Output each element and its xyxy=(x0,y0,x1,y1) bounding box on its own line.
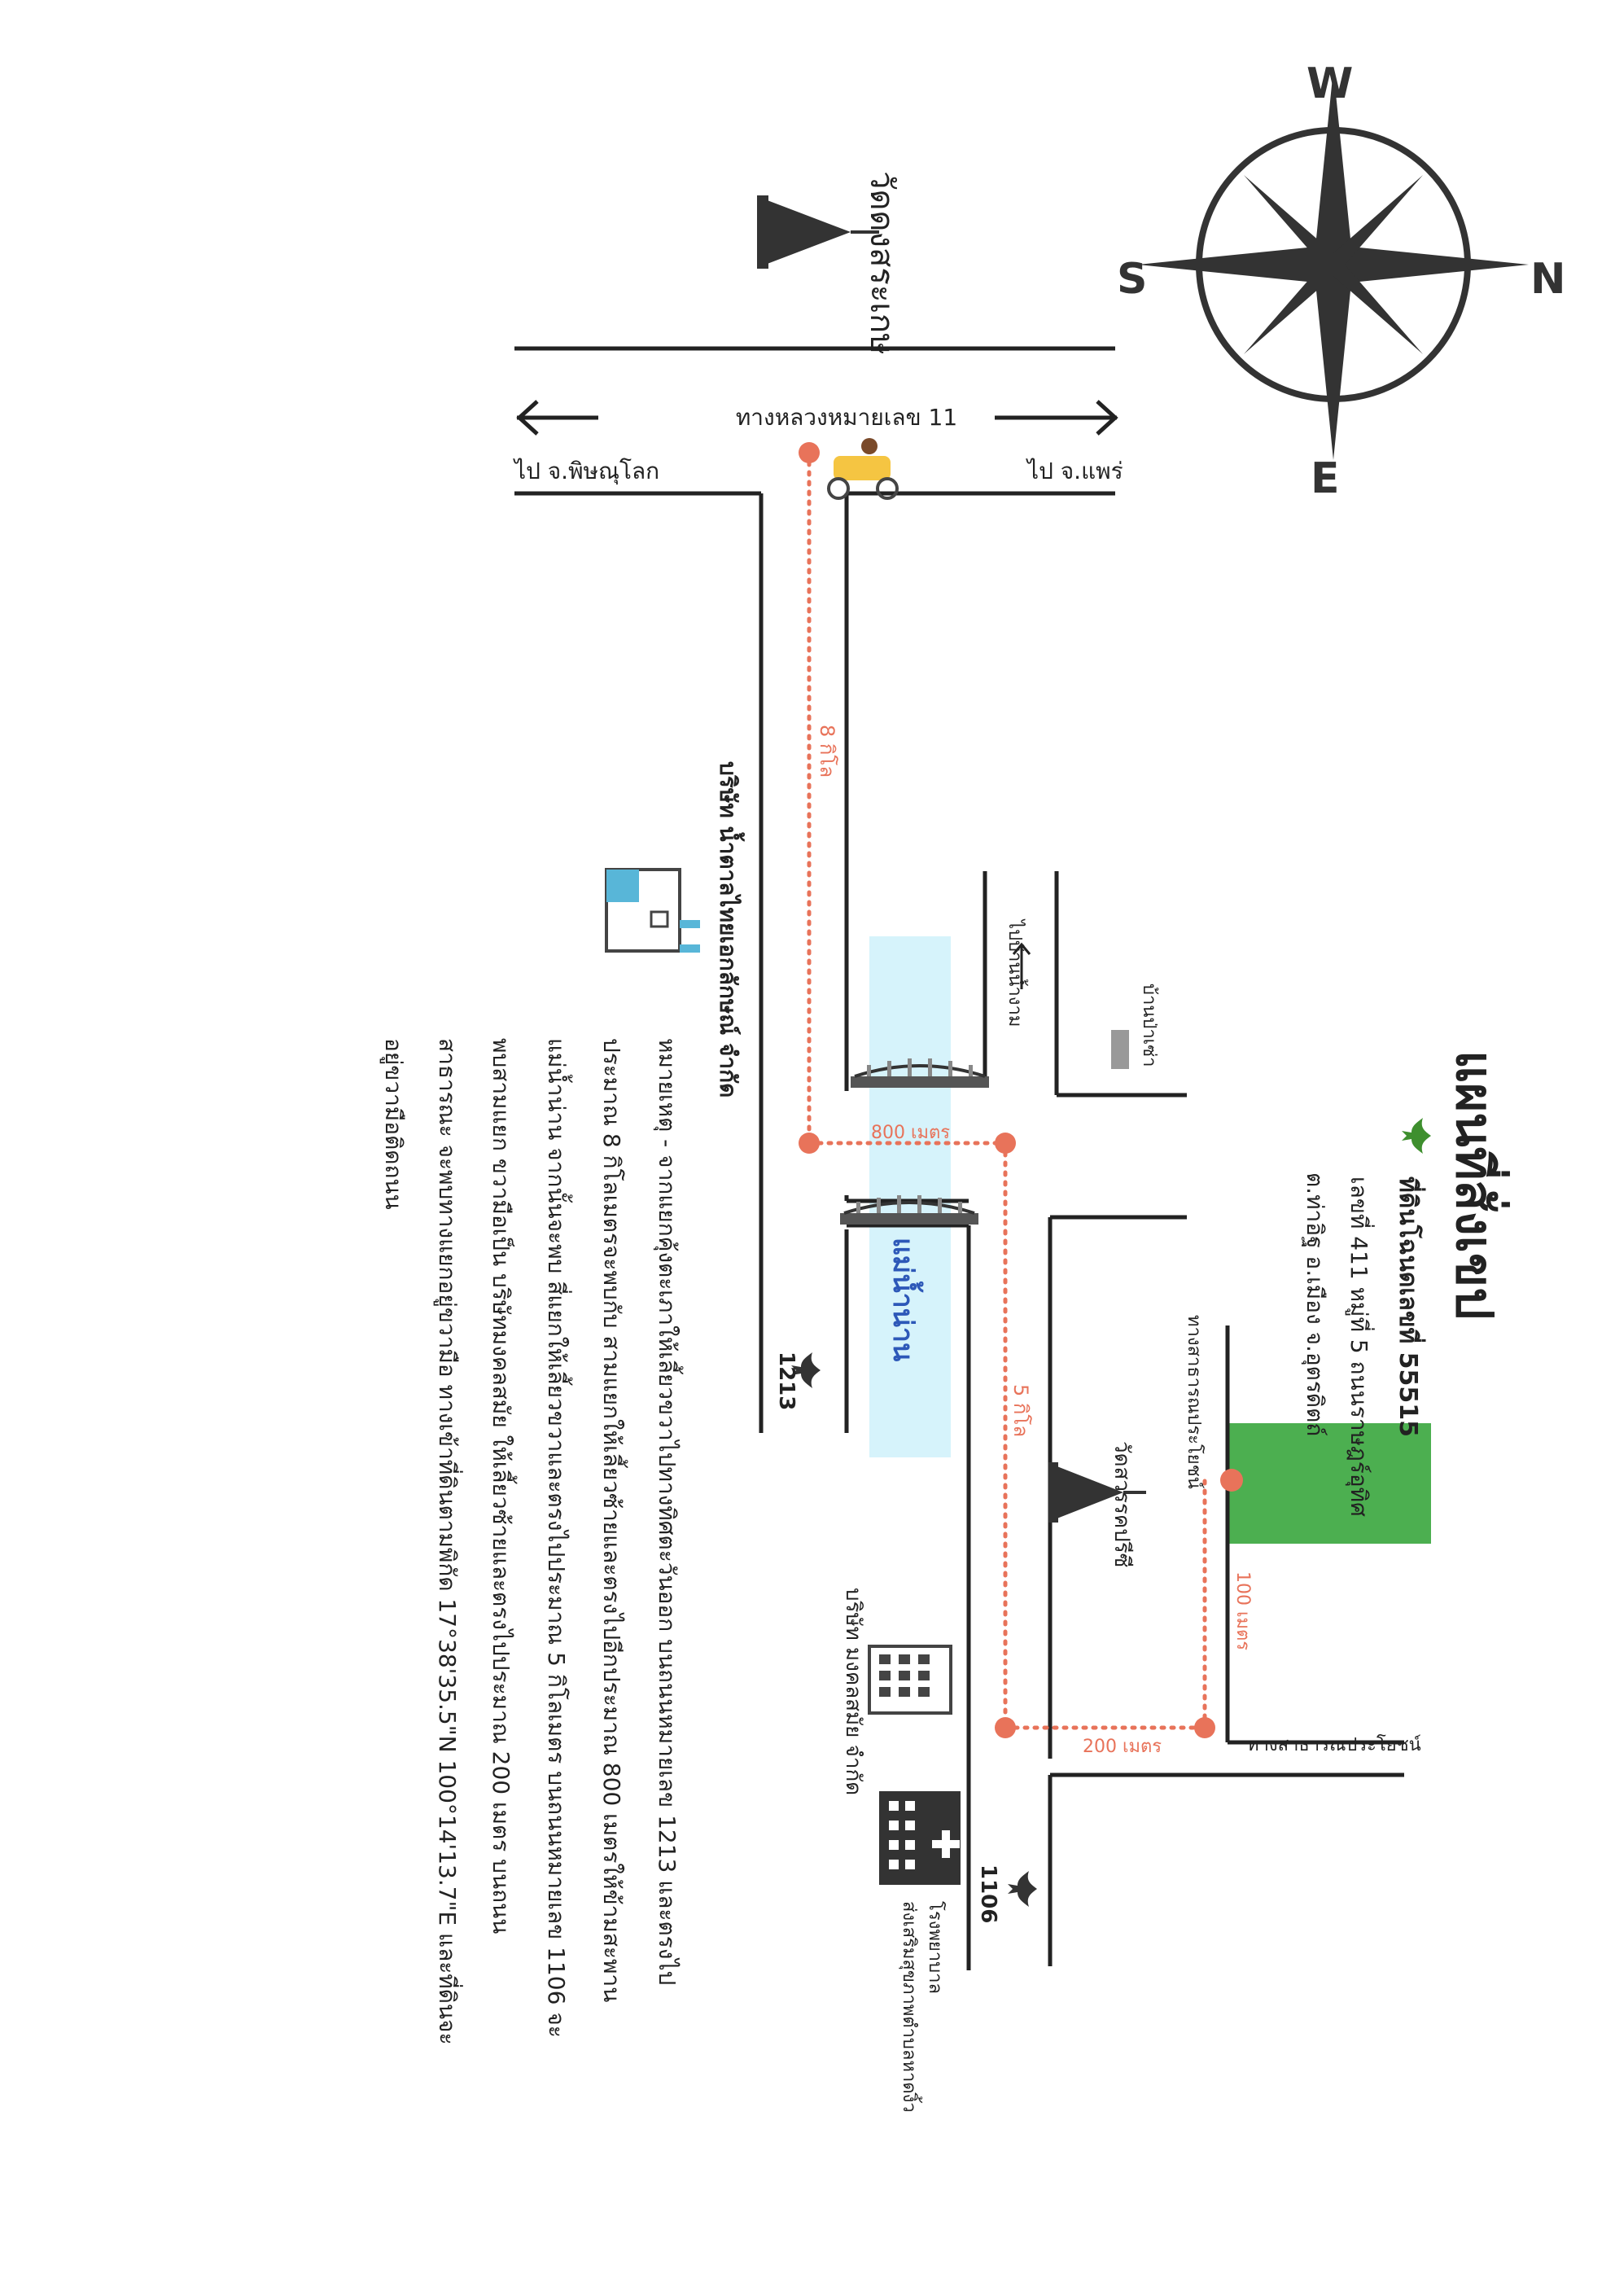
distance-200m-label: 200 เมตร xyxy=(1083,1737,1162,1757)
highway-11-label: ทางหลวงหมายเลข 11 xyxy=(736,404,957,431)
note-line-1: หมายเหตุ - จากแยกคุ้งตะเภาให้เลี้ยวขวาไป… xyxy=(653,1038,684,1985)
location-pin-icon xyxy=(1220,1469,1243,1492)
directions-note: หมายเหตุ - จากแยกคุ้งตะเภาให้เลี้ยวขวาไป… xyxy=(379,1038,684,2045)
note-line-6: อยู่ขวามือติดถนน xyxy=(379,1038,407,1210)
route-point xyxy=(799,1133,820,1154)
distance-8km-label: 8 กิโล xyxy=(816,725,838,778)
route-point xyxy=(1194,1717,1215,1738)
hospital-label-line2: ส่งเสริมสุขภาพตำบลหาดงิ้ว xyxy=(899,1901,922,2113)
bridge-icon xyxy=(840,1195,978,1225)
map-title: แผนที่สั่งเขป xyxy=(1445,1050,1510,1320)
road-network xyxy=(514,346,1404,1970)
compass-e-label: E xyxy=(1311,454,1340,503)
compass-w-label: W xyxy=(1306,59,1353,108)
arrow-left-icon xyxy=(516,400,598,436)
route-path xyxy=(807,450,1207,1730)
arrow-right-icon xyxy=(995,400,1118,436)
temple-icon xyxy=(1048,1462,1146,1523)
office-building-icon xyxy=(868,1645,952,1715)
land-parcel xyxy=(1228,1423,1431,1544)
temple-mid-label: วัดสวรรคปรีซี xyxy=(1109,1441,1134,1567)
to-ban-nam-ngam-label: ไปบ้านน้ำงาม xyxy=(1004,918,1028,1027)
route-point xyxy=(995,1133,1016,1154)
public-road-horizontal-label: ทางสาธารณประโยชน์ xyxy=(1247,1734,1421,1755)
bridge-icon xyxy=(851,1058,989,1088)
river xyxy=(869,936,951,1457)
distance-800m-label: 800 เมตร xyxy=(871,1123,950,1143)
route-1213-label: 1213 xyxy=(774,1352,799,1410)
hospital-icon xyxy=(879,1791,961,1885)
distance-100m-label: 100 เมตร xyxy=(1232,1571,1253,1650)
route-point xyxy=(799,442,820,463)
village-marker xyxy=(1111,1030,1129,1069)
garuda-icon xyxy=(1008,1871,1037,1907)
parcel-deed-number: ที่ดินโฉนดเลขที่ 55515 xyxy=(1394,1176,1426,1437)
temple-icon xyxy=(757,195,879,269)
public-road-vertical-label: ทางสาธารณประโยชน์ xyxy=(1184,1315,1205,1489)
route-point xyxy=(995,1717,1016,1738)
motorcycle-icon xyxy=(827,438,899,500)
village-label: บ้านป่าเซ่า xyxy=(1139,984,1159,1067)
route-1106-label: 1106 xyxy=(976,1864,1000,1923)
note-line-4: พบสามแยก ขวามือเป็น บริษัทมงคลสมัย ให้เล… xyxy=(488,1038,518,1934)
note-line-2: ประมาณ 8 กิโลเมตรจะพบกับ สามแยกให้เลี้ยว… xyxy=(598,1038,628,2002)
compass-s-label: S xyxy=(1117,255,1147,304)
compass-n-label: N xyxy=(1530,255,1566,304)
compass-rose-icon xyxy=(1138,69,1529,460)
note-line-3: แม่น้ำน่าน จากนั้นจะพบ สี่แยกให้เลี้ยวขว… xyxy=(543,1038,573,2038)
factory-company-label: บริษัท น้ำตาลไทยเอกลักษณ์ จำกัด xyxy=(715,761,746,1098)
note-line-5: สาธารณะ จะพบทางแยกอยู่ขวามือ ทางเข้าที่ด… xyxy=(433,1038,463,2045)
parcel-subdistrict: ต.ท่าอิฐ อ.เมือง จ.อุตรดิตถ์ xyxy=(1301,1172,1328,1436)
river-name-label: แม่น้ำน่าน xyxy=(886,1238,924,1361)
temple-dong-label: วัดดงสระเกษ xyxy=(863,171,900,355)
hospital-label-line1: โรงพยาบาล xyxy=(925,1901,946,1994)
to-phrae-label: ไป จ.แพร่ xyxy=(1026,458,1123,484)
arrow-left-icon xyxy=(1012,942,1031,989)
distance-5km-label: 5 กิโล xyxy=(1009,1384,1032,1437)
to-phitsanulok-label: ไป จ.พิษณุโลก xyxy=(513,458,659,485)
parcel-address: เลขที่ 411 หมู่ที่ 5 ถนนราษฎร์อุทิศ xyxy=(1345,1176,1375,1517)
office-company-label: บริษัท มงคลสมัย จำกัด xyxy=(841,1588,865,1795)
factory-icon xyxy=(605,868,700,953)
garuda-icon xyxy=(1402,1118,1431,1154)
